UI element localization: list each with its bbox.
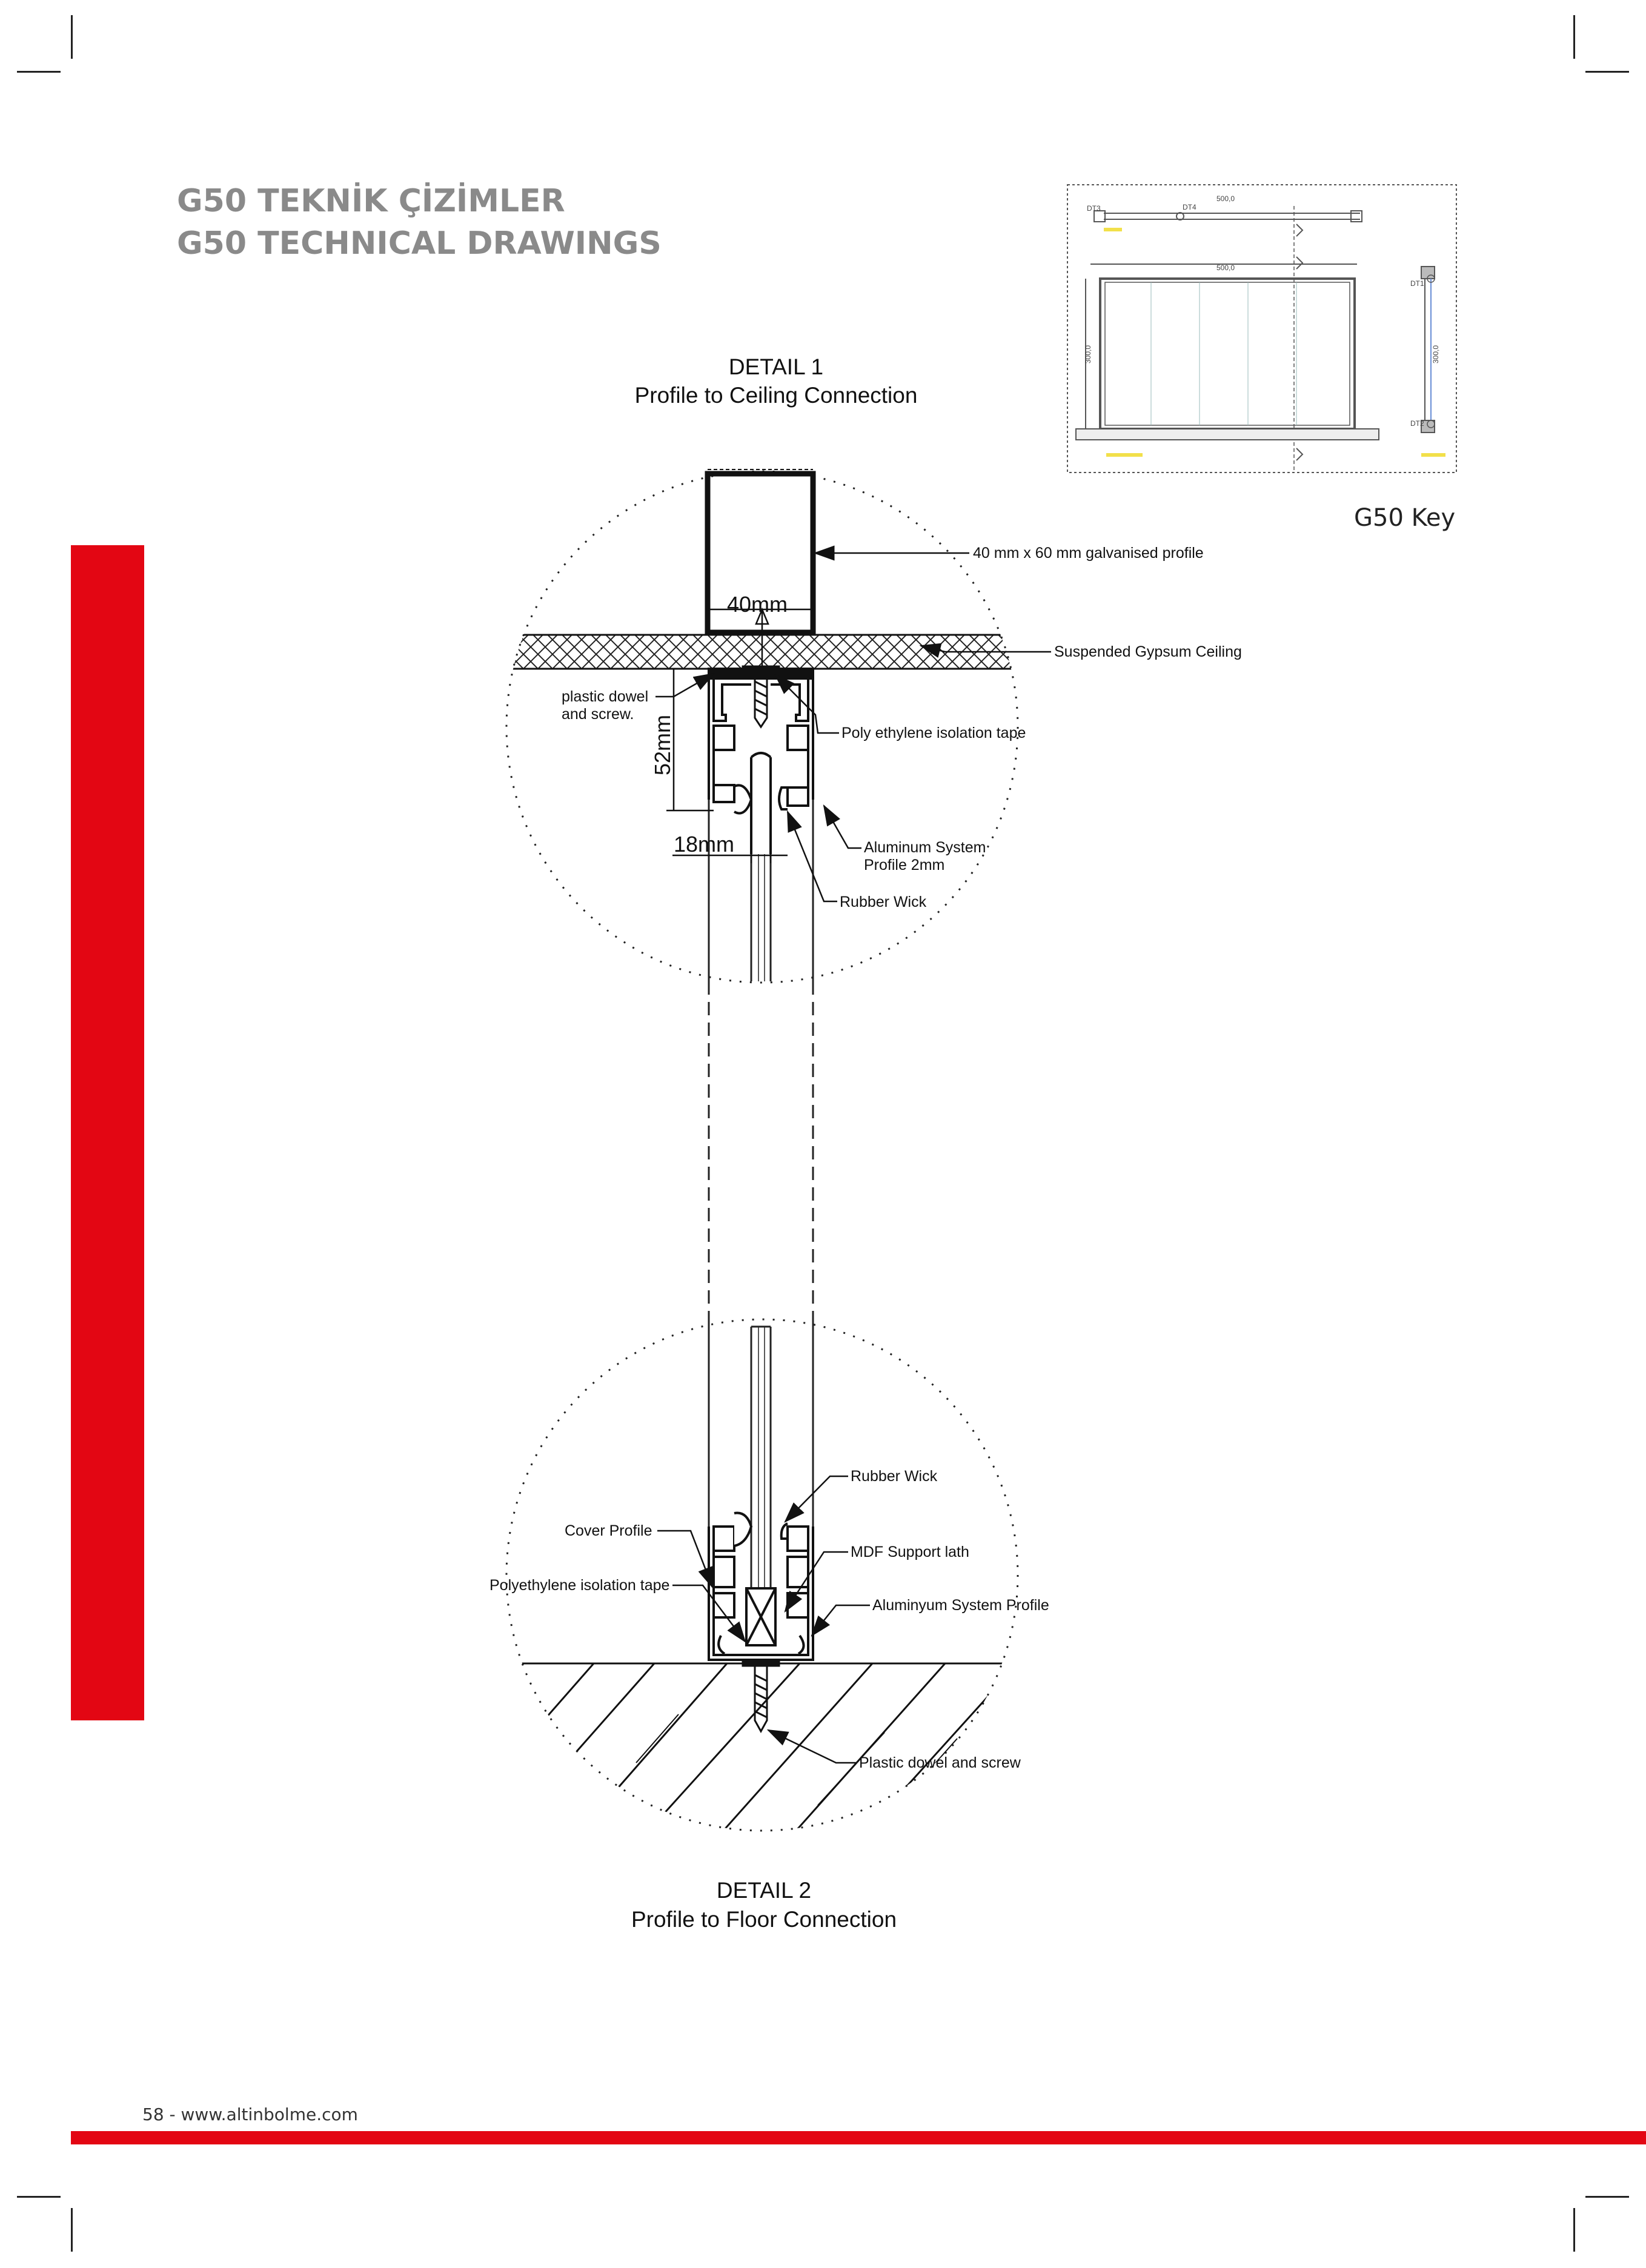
label-dowel-1: plastic dowel [562,688,648,705]
crop-mark [17,2196,61,2198]
page-title-tr: G50 TEKNİK ÇİZİMLER [177,183,565,219]
detail2-heading: DETAIL 2 [716,1878,812,1903]
crop-mark [71,2208,73,2252]
dim-40 [708,607,813,669]
label-alu-1: Aluminum System [864,839,986,856]
key-yellow-mark [1106,453,1143,457]
key-yellow-mark [1104,228,1122,231]
key-labels: DT3 DT4 DT1 DT2 500,0 500,0 300,0 300,0 [1084,194,1440,428]
key-thumbnail [1067,184,1457,473]
crop-mark [1585,2196,1629,2198]
label-alu-2: Profile 2mm [864,857,944,874]
key-caption: G50 Key [1354,504,1456,532]
floor-screw [742,1659,780,1734]
key-tag-dt3: DT3 [1087,204,1101,213]
crop-mark [1573,2208,1575,2252]
key-dim-width: 500,0 [1216,264,1235,272]
floor-system-profile [708,1511,814,1661]
label-wick: Rubber Wick [840,894,927,910]
label-tape: Poly ethylene isolation tape [841,724,1026,741]
page-title-en: G50 TECHNICAL DRAWINGS [177,225,662,262]
label-dowel-floor: Plastic dowel and screw [859,1754,1021,1771]
key-tag-dt2: DT2 [1410,419,1424,428]
detail1-heading: DETAIL 1 [728,354,824,379]
label-tape-floor: Polyethylene isolation tape [489,1577,669,1594]
key-tag-dt4: DT4 [1183,203,1196,211]
ceiling-screw [742,665,780,729]
dim-18 [672,831,788,863]
key-dim-top: 500,0 [1216,194,1235,203]
detail2-subheading: Profile to Floor Connection [631,1907,897,1932]
label-mdf: MDF Support lath [851,1544,969,1560]
panel-edges-lower [708,1321,814,1587]
page-footer: 58 - www.altinbolme.com [142,2104,358,2124]
dim-18-label: 18mm [674,832,734,857]
key-dim-height: 300,0 [1084,345,1092,363]
label-ceiling: Suspended Gypsum Ceiling [1054,643,1242,660]
dim-40-label: 40mm [727,592,788,617]
label-dowel-2: and screw. [562,706,634,723]
key-yellow-mark [1421,453,1445,457]
side-accent-bar [71,545,144,1720]
crop-mark [71,15,73,59]
label-galvanised: 40 mm x 60 mm galvanised profile [973,545,1204,562]
crop-mark [17,71,61,73]
detail2-circle [505,1318,1019,1832]
label-cover: Cover Profile [565,1522,652,1539]
bottom-accent-bar [71,2131,1646,2144]
floor-slab [506,1662,1018,1831]
key-dim-side: 300,0 [1432,345,1440,363]
label-alu-floor: Aluminyum System Profile [872,1597,1049,1614]
galvanised-profile [705,471,816,635]
panel-edges [708,800,814,1321]
detail1-circle [505,470,1019,984]
crop-mark [1585,71,1629,73]
dim-52 [666,668,714,812]
dim-52-label: 52mm [650,715,675,775]
key-tag-dt1: DT1 [1410,279,1424,288]
crop-mark [1573,15,1575,59]
detail1-subheading: Profile to Ceiling Connection [634,383,918,408]
label-wick-floor: Rubber Wick [851,1468,938,1485]
